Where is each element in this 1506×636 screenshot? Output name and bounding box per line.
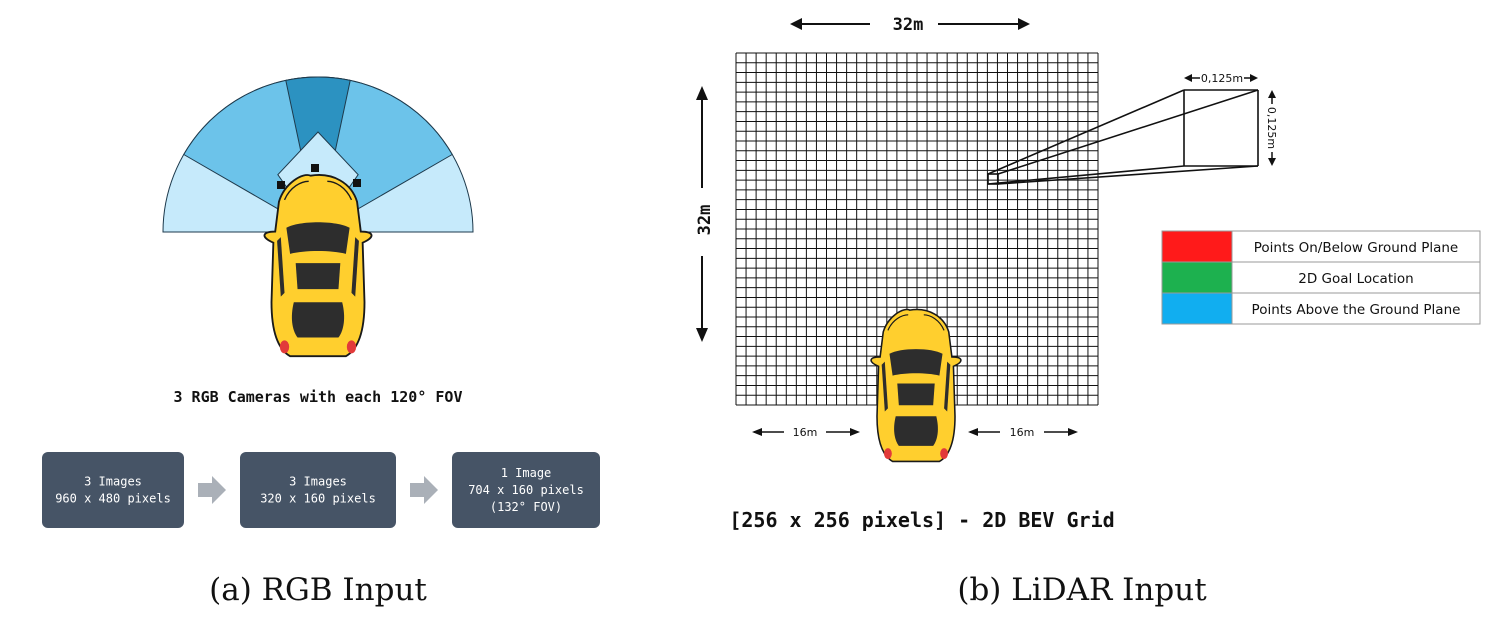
pipeline-arrow-1 [198, 476, 226, 504]
subcaption-rgb: (a) RGB Input [209, 572, 427, 608]
subcaption-lidar: (b) LiDAR Input [957, 572, 1207, 608]
pipeline-step-1-line-1: 3 Images [84, 475, 142, 489]
left-half-label: 16m [793, 426, 818, 439]
legend-swatch-3 [1161, 292, 1233, 325]
cell-zoom-frustum [987, 89, 1259, 185]
width-label: 32m [893, 15, 924, 35]
legend-row-3: Points Above the Ground Plane [1161, 292, 1481, 325]
legend-table: Points On/Below Ground Plane 2D Goal Loca… [1161, 230, 1481, 325]
camera-caption: 3 RGB Cameras with each 120° FOV [174, 388, 463, 406]
pipeline-step-2-line-1: 3 Images [289, 475, 347, 489]
legend-label-3: Points Above the Ground Plane [1252, 302, 1461, 318]
pipeline-step-3-line-3: (132° FOV) [490, 500, 562, 514]
pipeline-step-2: 3 Images 320 x 160 pixels [240, 452, 396, 528]
ego-car-icon-bev [870, 308, 962, 463]
camera-marker-1 [277, 181, 285, 189]
height-label: 32m [695, 205, 715, 236]
camera-marker-3 [353, 179, 361, 187]
cell-width-label: 0,125m [1201, 72, 1243, 85]
legend-label-2: 2D Goal Location [1298, 271, 1413, 287]
image-pipeline: 3 Images 960 x 480 pixels 3 Images 320 x 16… [42, 452, 600, 528]
pipeline-step-3-line-2: 704 x 160 pixels [468, 483, 584, 497]
legend-label-1: Points On/Below Ground Plane [1254, 240, 1458, 256]
legend-swatch-2 [1161, 261, 1233, 294]
legend-row-1: Points On/Below Ground Plane [1161, 230, 1481, 263]
camera-marker-2 [311, 164, 319, 172]
right-half-label: 16m [1010, 426, 1035, 439]
cell-height-label: 0,125m [1265, 107, 1278, 149]
cell-height-arrow: 0,125m [1265, 90, 1278, 166]
ego-car-icon [263, 174, 373, 358]
lidar-input-panel: 32m 32m 0,125m [695, 15, 1481, 608]
legend-row-2: 2D Goal Location [1161, 261, 1481, 294]
right-half-arrow: 16m [968, 426, 1078, 439]
pipeline-step-3: 1 Image 704 x 160 pixels (132° FOV) [452, 452, 600, 528]
cell-width-arrow: 0,125m [1184, 72, 1258, 85]
legend-swatch-1 [1161, 230, 1233, 263]
height-dimension-arrow: 32m [695, 86, 715, 342]
pipeline-step-1-line-2: 960 x 480 pixels [55, 492, 171, 506]
pipeline-step-2-line-2: 320 x 160 pixels [260, 492, 376, 506]
rgb-input-panel: 3 RGB Cameras with each 120° FOV 3 Image… [42, 76, 600, 608]
pipeline-step-3-line-1: 1 Image [501, 466, 552, 480]
pipeline-arrow-2 [410, 476, 438, 504]
left-half-arrow: 16m [752, 426, 860, 439]
width-dimension-arrow: 32m [790, 15, 1030, 35]
bev-grid-caption: [256 x 256 pixels] - 2D BEV Grid [729, 508, 1114, 532]
camera-markers [277, 164, 361, 189]
pipeline-step-1: 3 Images 960 x 480 pixels [42, 452, 184, 528]
